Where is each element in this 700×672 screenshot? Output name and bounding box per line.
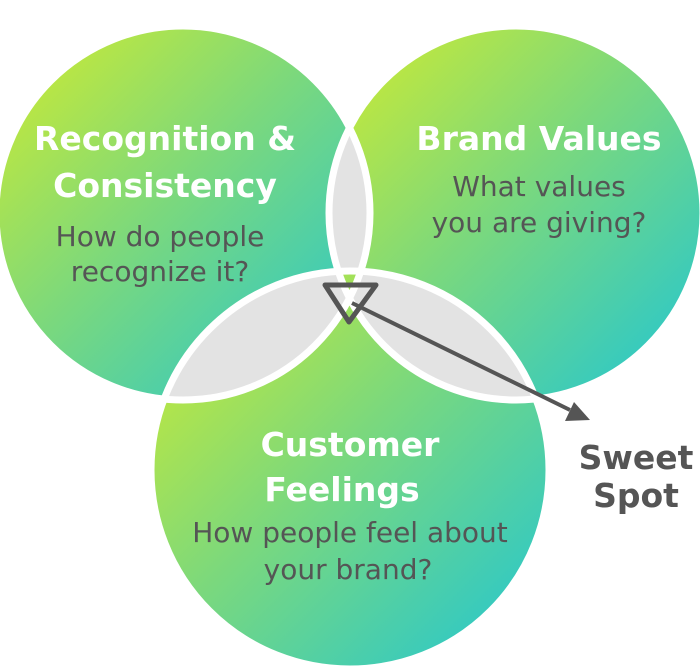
customer-feelings-desc-line-2: your brand? bbox=[264, 553, 433, 586]
brand-values-desc-line-2: you are giving? bbox=[432, 206, 647, 239]
sweet-spot-label-line-2: Spot bbox=[593, 476, 679, 515]
overlap-brand-feelings bbox=[329, 271, 549, 400]
brand-values-title: Brand Values bbox=[416, 119, 661, 158]
recognition-title-line-2: Consistency bbox=[53, 166, 277, 205]
circle-outlines bbox=[0, 22, 700, 672]
brand-values-desc-line-1: What values bbox=[452, 170, 626, 203]
sweet-spot-triangle-icon bbox=[322, 282, 379, 325]
recognition-title-line-1: Recognition & bbox=[34, 119, 296, 158]
overlap-recognition-feelings bbox=[151, 271, 370, 400]
recognition-desc-line-2: recognize it? bbox=[71, 255, 249, 288]
sweet-spot-label-line-1: Sweet bbox=[579, 438, 694, 477]
customer-feelings-title-line-1: Customer bbox=[261, 425, 441, 464]
sweet-spot-arrow bbox=[351, 301, 571, 412]
recognition-desc-line-1: How do people bbox=[56, 220, 265, 253]
customer-feelings-desc-line-1: How people feel about bbox=[192, 516, 508, 549]
customer-feelings-title-line-2: Feelings bbox=[264, 470, 419, 509]
sweet-spot-arrowhead-icon bbox=[565, 402, 590, 421]
